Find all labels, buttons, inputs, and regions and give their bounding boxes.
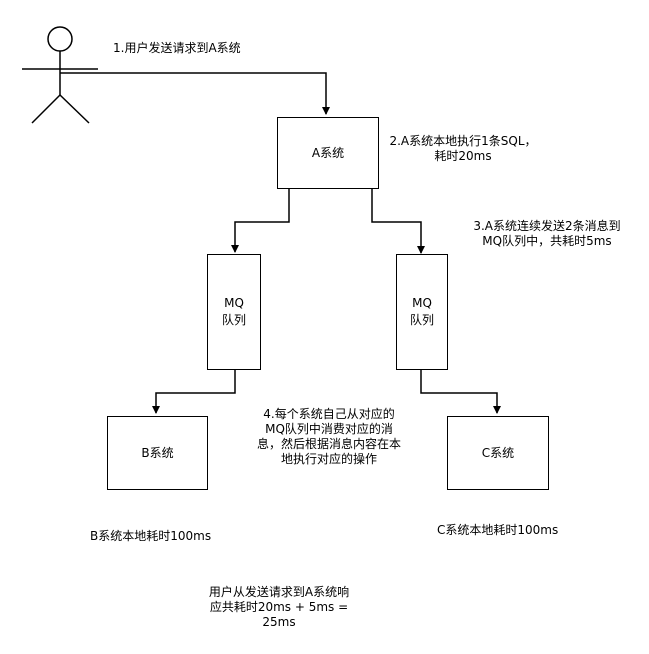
mq-right-label-line2: 队列 [409, 313, 434, 327]
arrow-a-to-mq-right [371, 188, 425, 254]
mq-queue-right-box: MQ 队列 [396, 254, 448, 370]
arrow-user-to-a [60, 72, 330, 115]
step1-text: 1.用户发送请求到A系统 [113, 41, 241, 55]
c-time-annotation: C系统本地耗时100ms [437, 523, 558, 538]
arrow-mq-left-to-b [152, 369, 236, 414]
step4-line4: 地执行对应的操作 [280, 452, 377, 466]
step2-line1: 2.A系统本地执行1条SQL， [389, 134, 537, 148]
mq-left-label-line2: 队列 [221, 313, 246, 327]
b-system-label: B系统 [141, 445, 174, 460]
step3-line1: 3.A系统连续发送2条消息到 [473, 219, 621, 233]
c-system-label: C系统 [481, 445, 515, 460]
user-actor-icon [22, 26, 98, 124]
step4-line3: 息，然后根据消息内容在本 [256, 437, 401, 451]
step3-annotation: 3.A系统连续发送2条消息到 MQ队列中，共耗时5ms [467, 219, 627, 249]
step2-line2: 耗时20ms [434, 149, 492, 163]
step2-annotation: 2.A系统本地执行1条SQL， 耗时20ms [388, 134, 538, 164]
mq-left-label-line1: MQ [224, 296, 244, 310]
a-system-label: A系统 [311, 145, 345, 160]
total-line3: 25ms [262, 615, 296, 629]
total-line2: 应共耗时20ms + 5ms = [209, 600, 349, 614]
b-system-box: B系统 [107, 416, 208, 490]
b-time-text: B系统本地耗时100ms [90, 529, 212, 543]
mq-right-label-line1: MQ [412, 296, 432, 310]
c-time-text: C系统本地耗时100ms [437, 523, 559, 537]
step4-line1: 4.每个系统自己从对应的 [263, 407, 395, 421]
total-time-annotation: 用户从发送请求到A系统响 应共耗时20ms + 5ms = 25ms [199, 585, 359, 630]
step4-annotation: 4.每个系统自己从对应的 MQ队列中消费对应的消 息，然后根据消息内容在本 地执… [244, 407, 414, 467]
step3-line2: MQ队列中，共耗时5ms [482, 234, 612, 248]
mq-queue-left-box: MQ 队列 [207, 254, 261, 370]
total-line1: 用户从发送请求到A系统响 [208, 585, 350, 599]
c-system-box: C系统 [447, 416, 549, 490]
step4-line2: MQ队列中消费对应的消 [265, 422, 393, 436]
arrow-a-to-mq-left [231, 188, 290, 253]
b-time-annotation: B系统本地耗时100ms [90, 529, 211, 544]
a-system-box: A系统 [277, 117, 379, 189]
arrow-mq-right-to-c [420, 369, 501, 414]
step1-annotation: 1.用户发送请求到A系统 [113, 41, 241, 56]
